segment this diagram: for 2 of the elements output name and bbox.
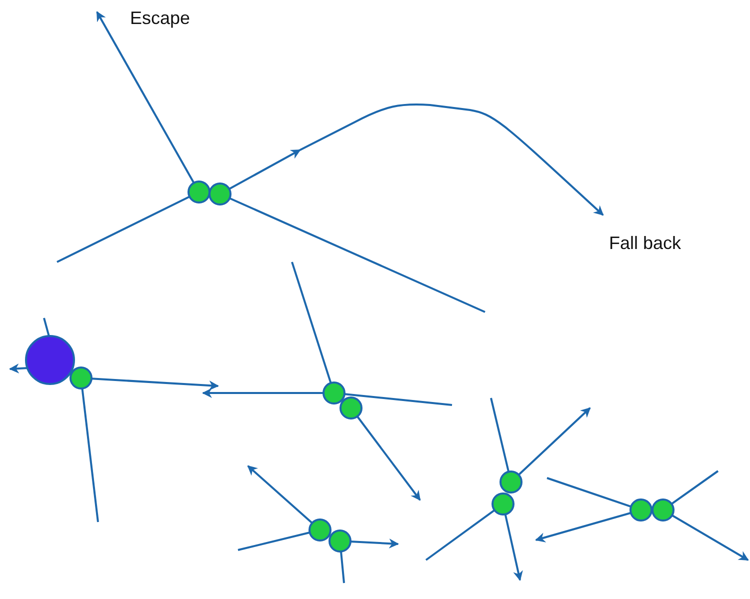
annotation-text: Escape — [130, 8, 190, 29]
annotation-text: Fall back — [609, 233, 682, 254]
